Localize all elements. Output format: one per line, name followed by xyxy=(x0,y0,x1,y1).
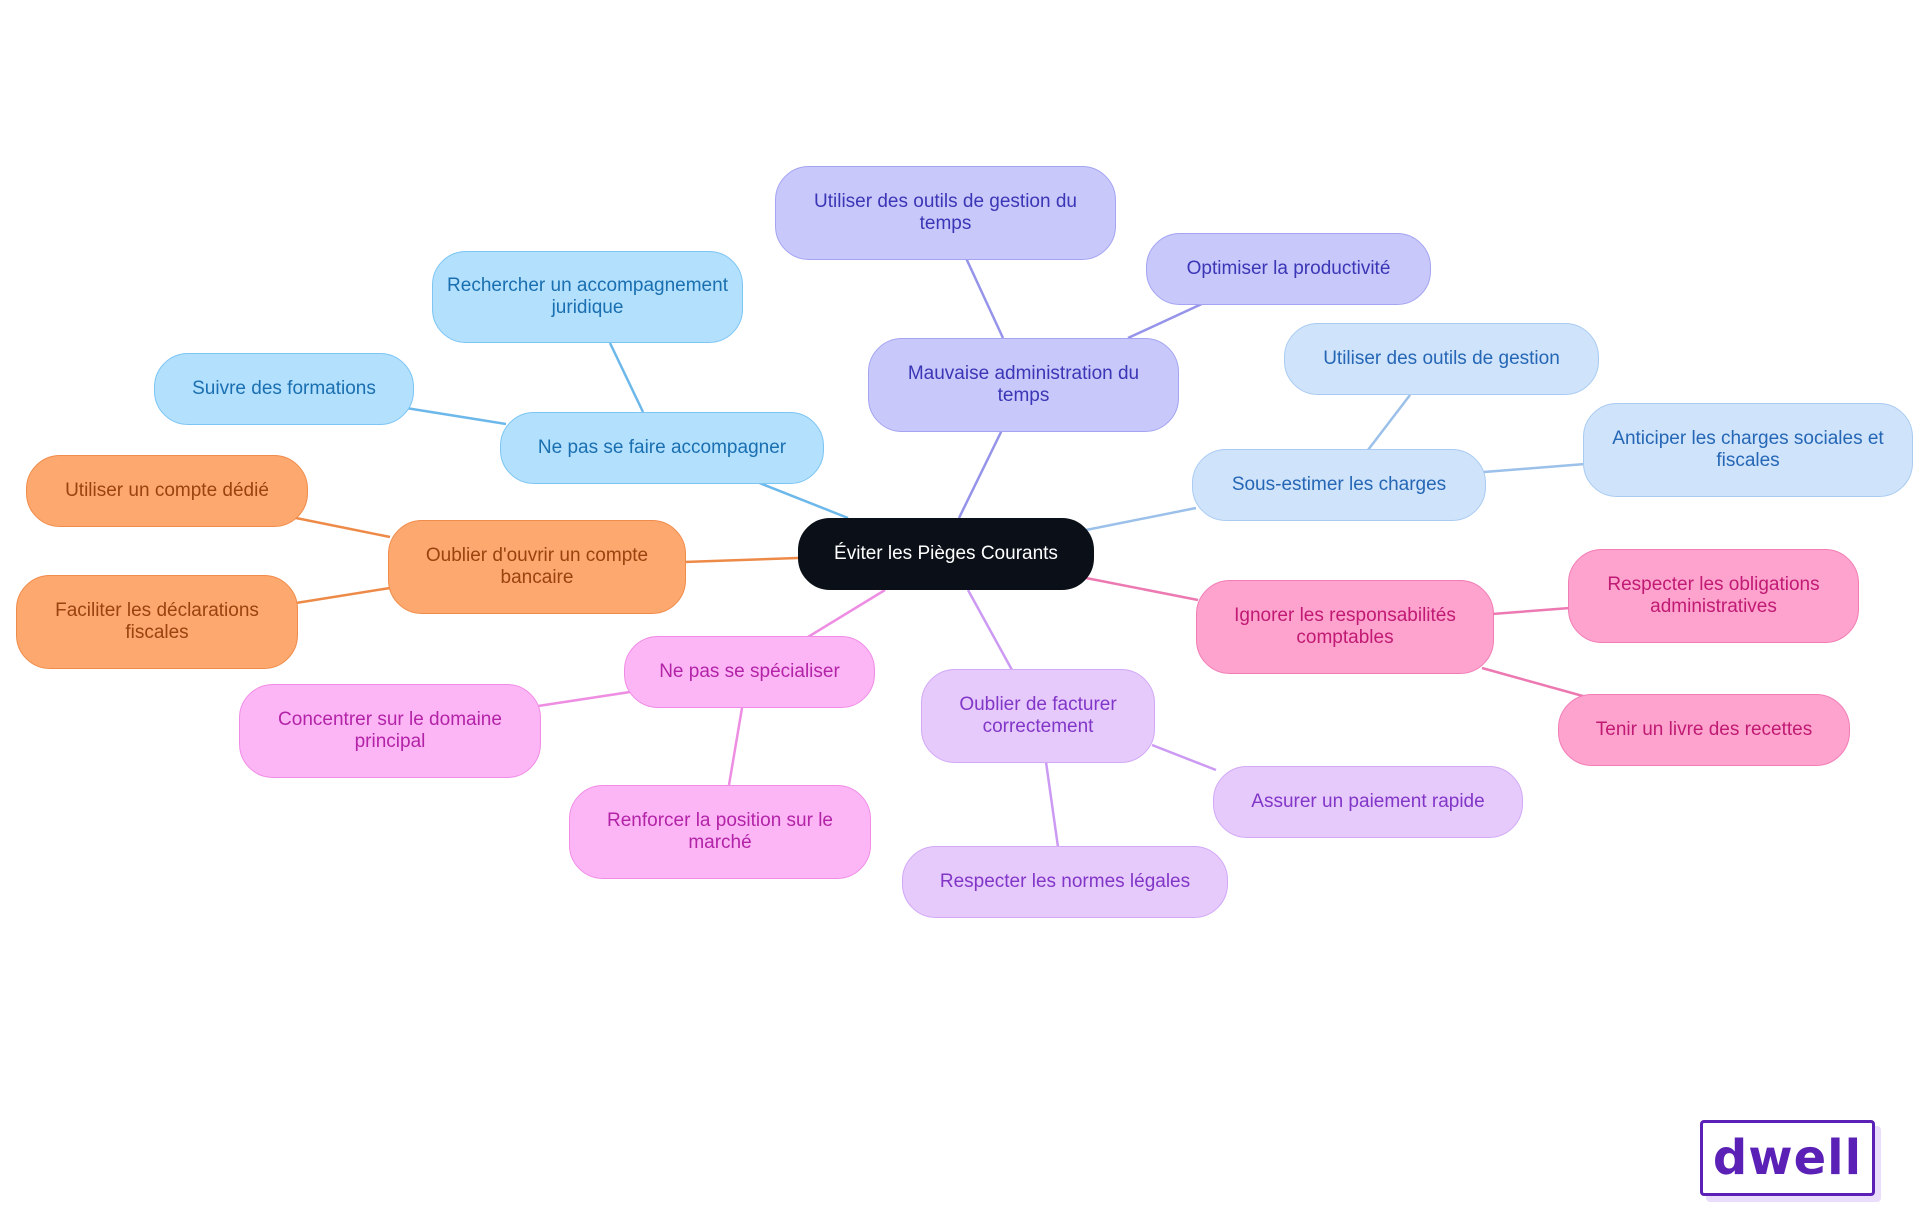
leaf-node-formations: Suivre des formations xyxy=(154,353,414,425)
branch-node-temps: Mauvaise administration du temps xyxy=(868,338,1179,432)
leaf-node-juridique: Rechercher un accompagnement juridique xyxy=(432,251,743,343)
branch-node-comptables: Ignorer les responsabilités comptables xyxy=(1196,580,1494,674)
edge-comptables-recettes xyxy=(1481,666,1591,700)
edge-root-specialiser xyxy=(807,588,886,639)
edge-root-compte xyxy=(683,556,799,564)
edge-charges-anticiper xyxy=(1483,462,1586,474)
edge-compte-fiscales xyxy=(295,586,391,605)
leaf-node-compte-dedie: Utiliser un compte dédié xyxy=(26,455,308,527)
leaf-node-normes: Respecter les normes légales xyxy=(902,846,1228,918)
edge-charges-outils xyxy=(1367,394,1411,451)
root-node: Éviter les Pièges Courants xyxy=(798,518,1094,590)
edge-root-temps xyxy=(957,429,1004,519)
edge-facturer-normes xyxy=(1044,761,1060,848)
dwell-logo[interactable]: dwell xyxy=(1700,1120,1875,1196)
edge-specialiser-marche xyxy=(727,707,744,786)
leaf-node-marche: Renforcer la position sur le marché xyxy=(569,785,871,879)
branch-node-specialiser: Ne pas se spécialiser xyxy=(624,636,875,708)
edge-comptables-obligations xyxy=(1491,606,1571,616)
leaf-node-outils-temps: Utiliser des outils de gestion du temps xyxy=(775,166,1116,260)
edge-root-accompagner xyxy=(756,480,849,520)
leaf-node-domaine: Concentrer sur le domaine principal xyxy=(239,684,541,778)
edge-specialiser-domaine xyxy=(537,690,631,708)
branch-node-charges: Sous-estimer les charges xyxy=(1192,449,1486,521)
edge-root-facturer xyxy=(966,589,1014,671)
branch-node-compte: Oublier d'ouvrir un compte bancaire xyxy=(388,520,686,614)
edge-temps-productivite xyxy=(1127,300,1207,340)
leaf-node-recettes: Tenir un livre des recettes xyxy=(1558,694,1850,766)
edge-root-charges xyxy=(1085,506,1197,532)
leaf-node-outils-gestion: Utiliser des outils de gestion xyxy=(1284,323,1599,395)
edge-root-comptables xyxy=(1085,576,1199,602)
branch-node-facturer: Oublier de facturer correctement xyxy=(921,669,1155,763)
edge-compte-dedie xyxy=(295,516,391,539)
edge-temps-outils xyxy=(964,257,1005,339)
edge-accompagner-formations xyxy=(405,406,507,426)
leaf-node-obligations: Respecter les obligations administrative… xyxy=(1568,549,1859,643)
branch-node-accompagner: Ne pas se faire accompagner xyxy=(500,412,824,484)
leaf-node-productivite: Optimiser la productivité xyxy=(1146,233,1431,305)
edge-accompagner-juridique xyxy=(608,342,645,413)
leaf-node-anticiper: Anticiper les charges sociales et fiscal… xyxy=(1583,403,1913,497)
leaf-node-paiement: Assurer un paiement rapide xyxy=(1213,766,1523,838)
leaf-node-declarations: Faciliter les déclarations fiscales xyxy=(16,575,298,669)
edge-facturer-paiement xyxy=(1151,743,1217,772)
